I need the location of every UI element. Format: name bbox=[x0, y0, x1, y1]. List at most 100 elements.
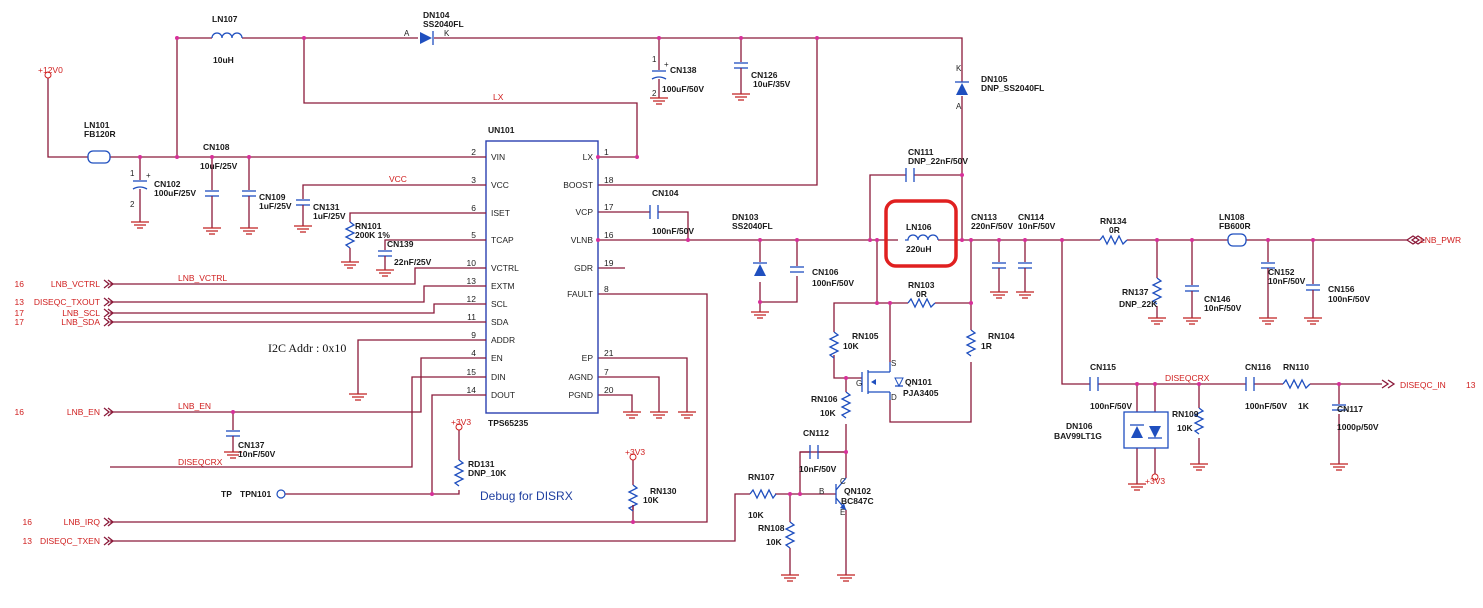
port-name: LNB_VCTRL bbox=[51, 279, 100, 289]
mosfet-qn101 bbox=[861, 362, 904, 400]
svg-text:DN104: DN104 bbox=[423, 10, 450, 20]
ic-pin-num: 4 bbox=[471, 348, 476, 358]
svg-text:LN101: LN101 bbox=[84, 120, 110, 130]
cap-cn137 bbox=[226, 430, 240, 452]
ic-pin-num: 13 bbox=[467, 276, 477, 286]
junction-dot bbox=[969, 238, 973, 242]
power-rail-12v bbox=[44, 71, 52, 84]
svg-text:DNP_10K: DNP_10K bbox=[468, 468, 507, 478]
svg-text:10uF/25V: 10uF/25V bbox=[200, 161, 238, 171]
junction-dot bbox=[175, 155, 179, 159]
svg-text:CN108: CN108 bbox=[203, 142, 230, 152]
ic-pin-name: PGND bbox=[568, 390, 593, 400]
port-arrow-lnb-pwr bbox=[1405, 235, 1426, 245]
resistor-rn110 bbox=[1282, 378, 1311, 390]
svg-text:K: K bbox=[956, 64, 962, 73]
resistor-rn107 bbox=[749, 488, 777, 500]
svg-text:TP: TP bbox=[221, 489, 232, 499]
svg-text:CN126: CN126 bbox=[751, 70, 778, 80]
svg-text:LN108: LN108 bbox=[1219, 212, 1245, 222]
ic-pin-num: 10 bbox=[467, 258, 477, 268]
port-num: 13 bbox=[23, 536, 33, 546]
svg-text:10uF/35V: 10uF/35V bbox=[753, 79, 791, 89]
ground-symbol bbox=[1330, 463, 1348, 471]
cap-cn152 bbox=[1261, 262, 1275, 318]
svg-text:B: B bbox=[819, 487, 824, 496]
svg-text:RN108: RN108 bbox=[758, 523, 785, 533]
ic-pin-name: EXTM bbox=[491, 281, 515, 291]
svg-text:PJA3405: PJA3405 bbox=[903, 388, 939, 398]
port-name: DISEQC_TXOUT bbox=[34, 297, 100, 307]
ground-symbol bbox=[650, 97, 668, 105]
port-name: LNB_SCL bbox=[62, 308, 100, 318]
svg-text:G: G bbox=[856, 379, 862, 388]
svg-text:200K 1%: 200K 1% bbox=[355, 230, 390, 240]
ic-pin-num: 17 bbox=[604, 202, 614, 212]
svg-text:QN101: QN101 bbox=[905, 377, 932, 387]
junction-dot bbox=[875, 301, 879, 305]
svg-text:RN130: RN130 bbox=[650, 486, 677, 496]
svg-text:DNP_SS2040FL: DNP_SS2040FL bbox=[981, 83, 1044, 93]
ic-pin-num: 19 bbox=[604, 258, 614, 268]
svg-text:TPN101: TPN101 bbox=[240, 489, 271, 499]
ic-pin-name: DIN bbox=[491, 372, 506, 382]
svg-text:RN110: RN110 bbox=[1283, 362, 1309, 372]
junction-dot bbox=[175, 36, 179, 40]
svg-text:10K: 10K bbox=[843, 341, 859, 351]
ground-symbol bbox=[224, 451, 242, 459]
svg-text:FB120R: FB120R bbox=[84, 129, 116, 139]
svg-text:10K: 10K bbox=[643, 495, 659, 505]
svg-text:SS2040FL: SS2040FL bbox=[732, 221, 773, 231]
ic-pin-num: 15 bbox=[467, 367, 477, 377]
junction-dot bbox=[1266, 238, 1270, 242]
ic-pin-name: VCC bbox=[491, 180, 509, 190]
svg-text:D: D bbox=[891, 393, 897, 402]
diode-dn105 bbox=[955, 81, 969, 95]
cap-cn112 bbox=[809, 445, 819, 459]
svg-text:DNP_22nF/50V: DNP_22nF/50V bbox=[908, 156, 968, 166]
svg-text:SS2040FL: SS2040FL bbox=[423, 19, 464, 29]
port-arrow bbox=[103, 308, 115, 318]
junction-dot bbox=[1153, 382, 1157, 386]
junction-dot bbox=[888, 301, 892, 305]
ground-symbol bbox=[376, 269, 394, 277]
ic-pin-name: BOOST bbox=[563, 180, 593, 190]
ic-pin-num: 9 bbox=[471, 330, 476, 340]
cap-cn131 bbox=[296, 199, 310, 226]
port-diseqc-in-num: 13 bbox=[1466, 380, 1476, 390]
svg-text:0R: 0R bbox=[916, 289, 927, 299]
svg-text:RN105: RN105 bbox=[852, 331, 879, 341]
note-debug: Debug for DISRX bbox=[480, 489, 573, 503]
cap-cn146 bbox=[1185, 285, 1199, 318]
svg-text:100uF/25V: 100uF/25V bbox=[154, 188, 196, 198]
svg-text:DN103: DN103 bbox=[732, 212, 759, 222]
cap-cn114 bbox=[1018, 262, 1032, 292]
ground-symbol bbox=[1190, 463, 1208, 471]
port-num: 16 bbox=[15, 407, 25, 417]
ferrite-ln108 bbox=[1227, 233, 1247, 247]
junction-dot bbox=[657, 36, 661, 40]
svg-text:1R: 1R bbox=[981, 341, 992, 351]
svg-text:CN113: CN113 bbox=[971, 212, 997, 222]
svg-text:CN137: CN137 bbox=[238, 440, 265, 450]
junction-dot bbox=[997, 238, 1001, 242]
cap-cn111 bbox=[905, 168, 915, 182]
resistor-rd131 bbox=[453, 459, 465, 487]
svg-text:10K: 10K bbox=[766, 537, 782, 547]
svg-text:CN138: CN138 bbox=[670, 65, 697, 75]
junction-dot bbox=[138, 155, 142, 159]
ic-pin-name: LX bbox=[583, 152, 594, 162]
ground-symbol bbox=[294, 225, 312, 233]
junction-dot bbox=[739, 36, 743, 40]
note-i2c: I2C Addr : 0x10 bbox=[268, 341, 346, 355]
ic-pin-num: 21 bbox=[604, 348, 614, 358]
ic-pin-name: ISET bbox=[491, 208, 510, 218]
ground-symbol bbox=[1304, 317, 1322, 325]
svg-text:CN106: CN106 bbox=[812, 267, 839, 277]
svg-text:10uH: 10uH bbox=[213, 55, 234, 65]
ic-pin-num: 14 bbox=[467, 385, 477, 395]
svg-text:100nF/50V: 100nF/50V bbox=[652, 226, 694, 236]
ic-pin-num: 2 bbox=[471, 147, 476, 157]
